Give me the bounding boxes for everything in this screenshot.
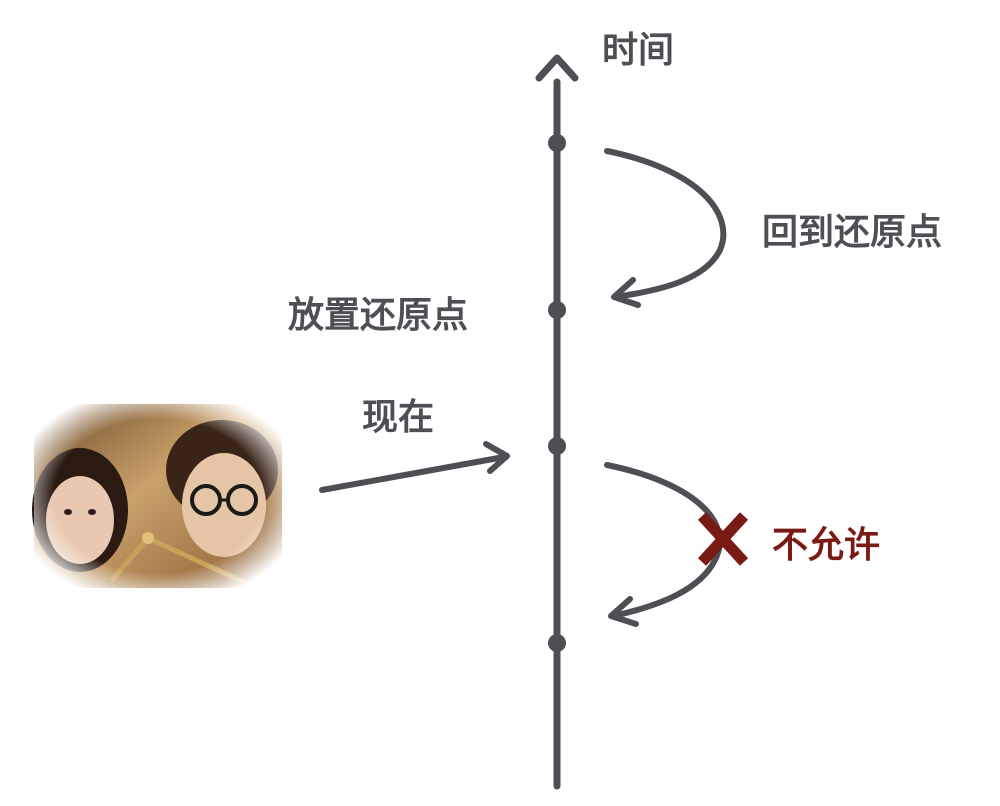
- now-pointer-arrow: [319, 454, 507, 493]
- timeline-dot-past: [548, 634, 566, 652]
- now-pointer-arrowhead: [483, 441, 510, 474]
- timeline-dot-now: [548, 437, 566, 455]
- forbidden-x-icon: [697, 512, 749, 566]
- forbidden-curve-arrowhead: [608, 596, 639, 627]
- return-curve-arrow: [604, 148, 727, 299]
- label-place-point: 放置还原点: [288, 295, 468, 336]
- drama-poster-photo: [32, 404, 282, 588]
- timeline-dot-restore-point: [548, 301, 566, 319]
- label-return-to-point: 回到还原点: [762, 212, 942, 253]
- time-axis-arrowhead: [535, 54, 579, 82]
- axis-label-time: 时间: [602, 30, 674, 71]
- label-now: 现在: [362, 397, 434, 438]
- return-curve-arrowhead: [611, 277, 641, 308]
- forbidden-curve-arrow: [604, 462, 723, 618]
- timeline-dot-top: [548, 134, 566, 152]
- label-not-allowed: 不允许: [772, 525, 880, 566]
